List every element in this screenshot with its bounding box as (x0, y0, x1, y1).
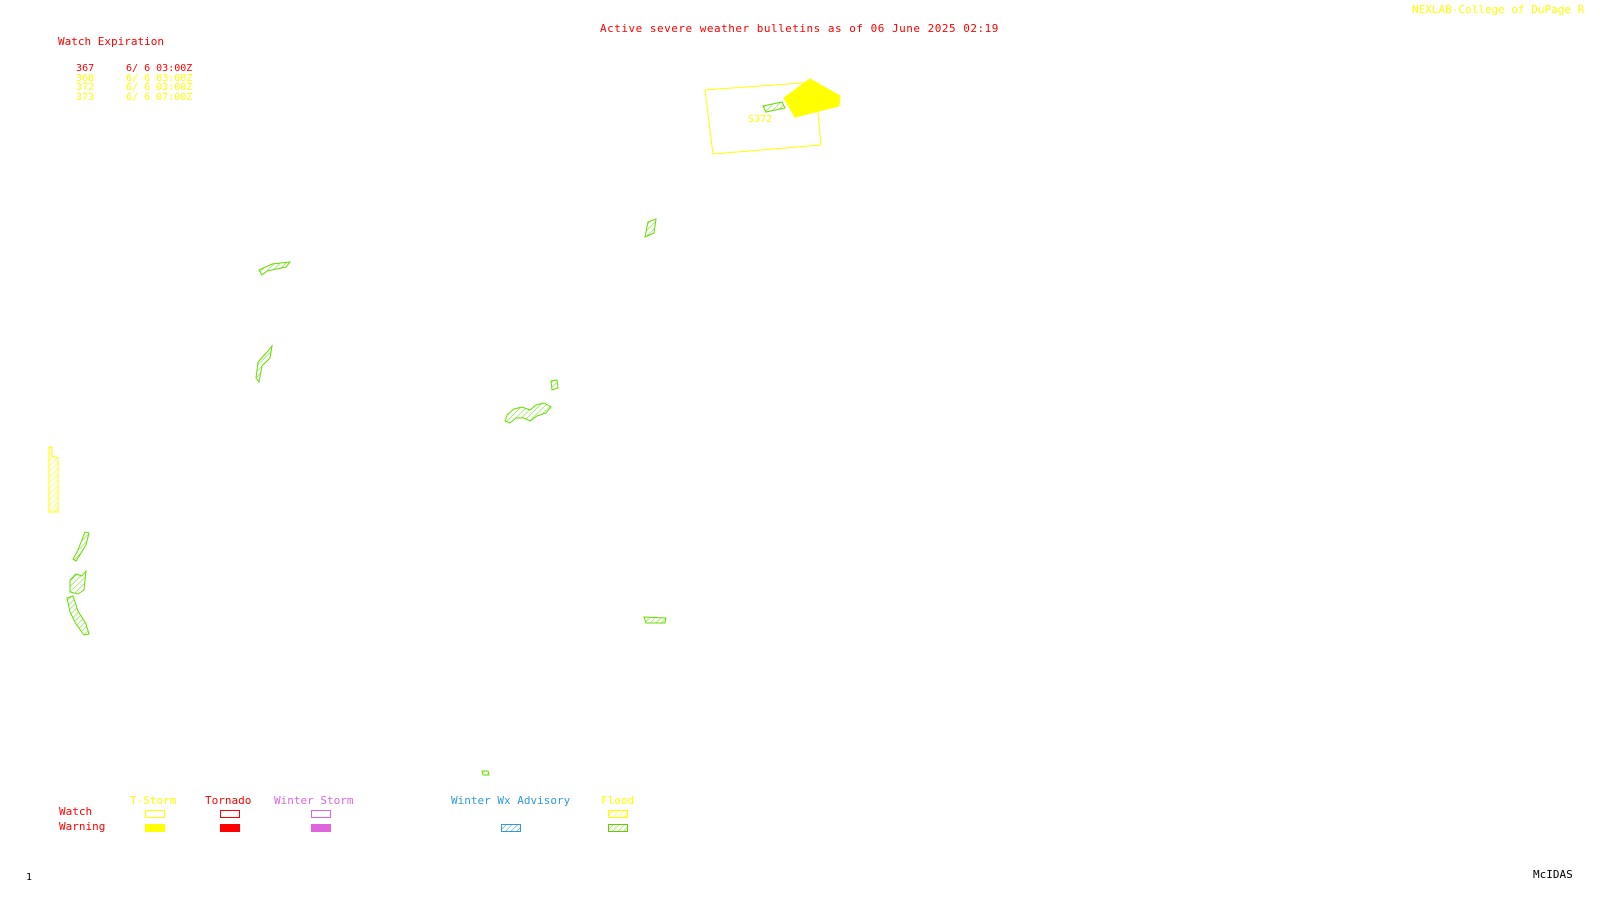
watch-label-372: S372 (748, 114, 772, 125)
legend-tornado-watch-swatch (220, 810, 240, 818)
flood-warning-polygon (72, 531, 90, 562)
watch-time: 6/ 6 07:00Z (126, 92, 193, 103)
legend-flood-watch-swatch (608, 810, 628, 818)
watch-expiration-row: 368 6/ 6 03:00Z (64, 64, 192, 84)
legend-tornado-warning-swatch (220, 824, 240, 832)
flood-warning-polygon (643, 616, 667, 624)
flood-warning-polygon (644, 218, 657, 238)
legend-row-watch: Watch (59, 805, 93, 818)
legend-flood-warning-swatch (608, 824, 628, 832)
flood-warning-polygon (481, 770, 490, 776)
watch-box-372 (704, 81, 822, 155)
legend-tstorm-warning-swatch (145, 824, 165, 832)
watch-id: 372 (76, 82, 95, 93)
flood-warning-polygon (69, 569, 87, 595)
watch-expiration-heading: Watch Expiration (58, 35, 164, 48)
mcidas-label: McIDAS (1533, 868, 1573, 881)
flood-warning-polygon (255, 344, 273, 384)
frame-number: 1 (26, 872, 33, 883)
legend-winter-storm-warning-swatch (311, 824, 331, 832)
legend-tstorm-watch-swatch (145, 810, 165, 818)
legend-tstorm-label: T-Storm (130, 794, 177, 807)
legend-row-warning: Warning (59, 820, 106, 833)
watch-id: 368 (76, 73, 95, 84)
watch-id: 367 (76, 63, 95, 74)
flood-warning-polygon (66, 595, 90, 636)
bulletin-title: Active severe weather bulletins as of 06… (600, 22, 999, 35)
watch-time: 6/ 6 03:00Z (126, 82, 193, 93)
watch-expiration-row: 372 6/ 6 03:00Z (64, 73, 192, 93)
watch-time: 6/ 6 03:00Z (126, 73, 193, 84)
credit-label: NEXLAB-College of DuPage R (1412, 3, 1585, 16)
watch-expiration-row: 367 6/ 6 03:00Z (64, 54, 192, 74)
flood-watch-polygon (48, 446, 59, 513)
legend-flood-label: Flood (601, 794, 635, 807)
tstorm-warning-polygon (783, 78, 841, 118)
legend-winter-storm-watch-swatch (311, 810, 331, 818)
legend-tornado-label: Tornado (205, 794, 252, 807)
watch-id: 373 (76, 92, 95, 103)
legend-winter-advisory-swatch (501, 824, 521, 832)
flood-warning-polygon (550, 379, 559, 391)
watch-time: 6/ 6 03:00Z (126, 63, 193, 74)
watch-expiration-row: 373 6/ 6 07:00Z (64, 83, 192, 103)
legend-winter-advisory-label: Winter Wx Advisory (451, 794, 571, 807)
flood-warning-polygon (762, 101, 786, 113)
flood-warning-polygon (504, 402, 552, 424)
legend-winter-storm-label: Winter Storm (274, 794, 354, 807)
flood-warning-polygon (258, 261, 292, 276)
